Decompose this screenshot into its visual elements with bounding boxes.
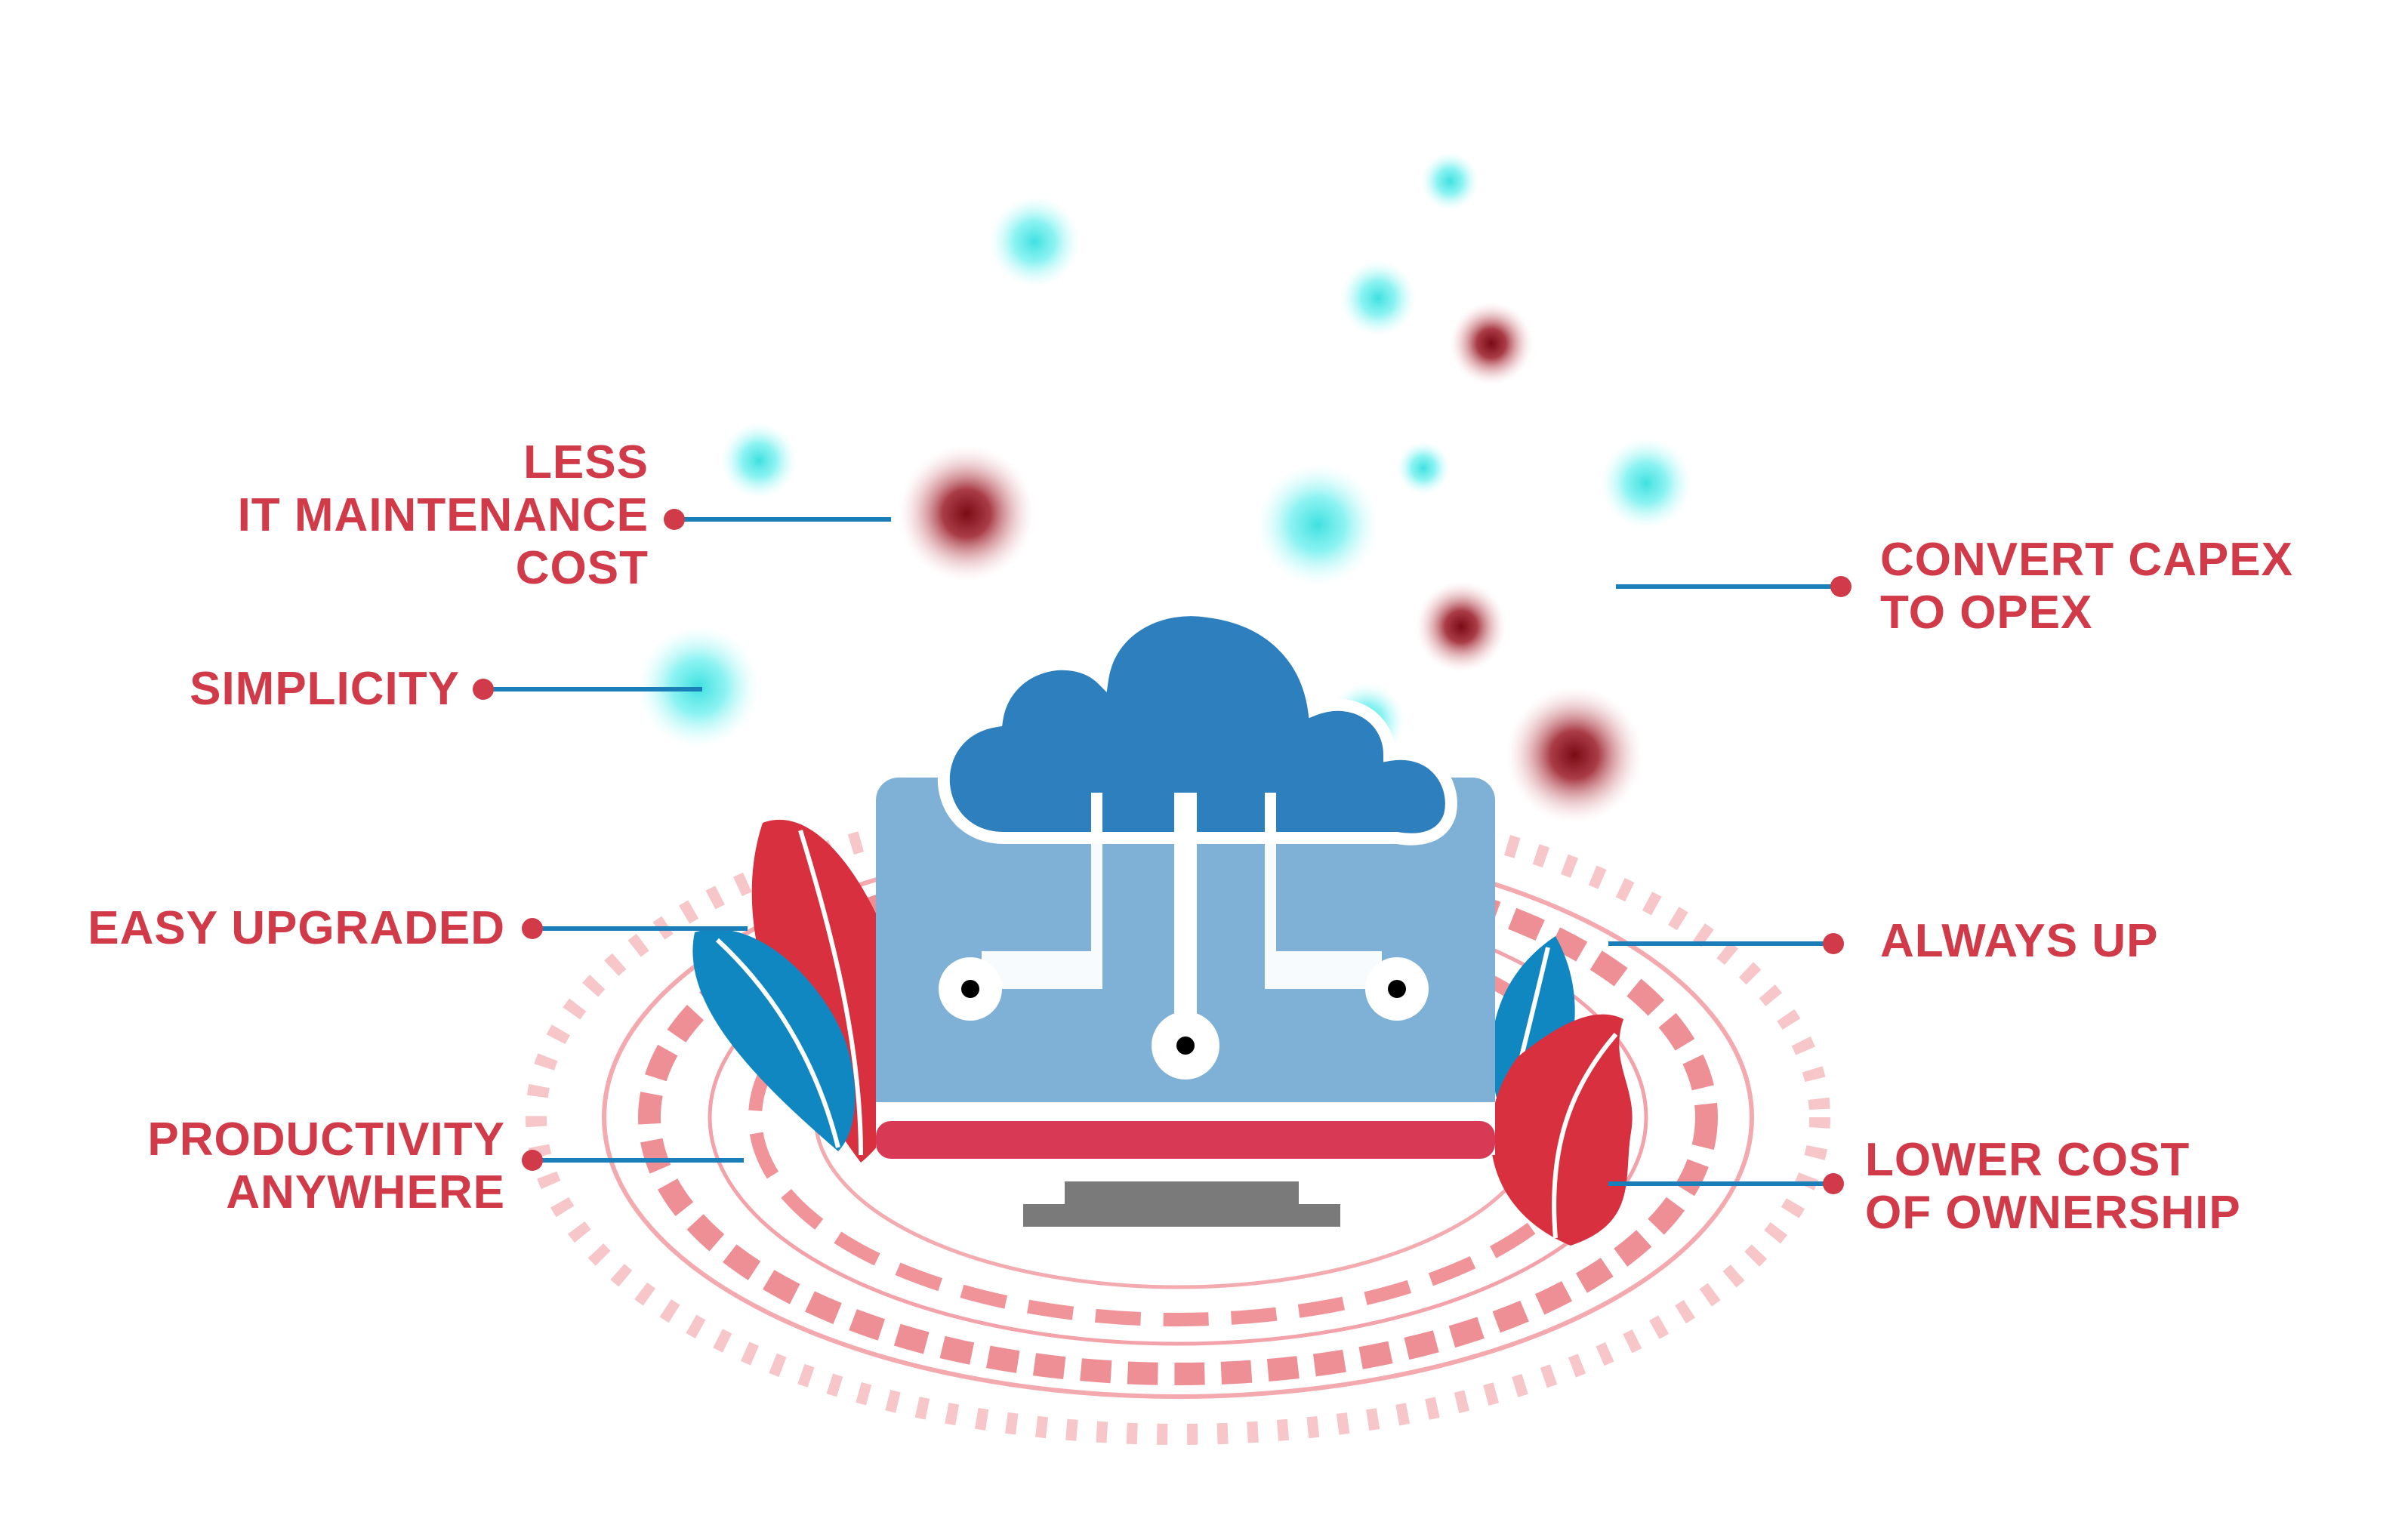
label-line: CONVERT CAPEX xyxy=(1880,534,2293,586)
label-lower-cost-of-ownership: LOWER COST OF OWNERSHIP xyxy=(1865,1134,2241,1240)
leaf-icon xyxy=(692,819,911,1163)
monitor-icon xyxy=(876,778,1495,1227)
label-line: SIMPLICITY xyxy=(190,663,460,715)
connector-lines xyxy=(473,509,1851,1194)
label-line: LESS xyxy=(523,436,649,488)
label-line: TO OPEX xyxy=(1880,587,2093,639)
label-less-it-maintenance-cost: LESS IT MAINTENANCE COST xyxy=(238,436,649,595)
label-always-up: ALWAYS UP xyxy=(1880,915,2158,968)
label-convert-capex-to-opex: CONVERT CAPEX TO OPEX xyxy=(1880,534,2293,639)
label-line: PRODUCTIVITY xyxy=(147,1113,505,1166)
label-line: ANYWHERE xyxy=(226,1166,505,1218)
label-productivity-anywhere: PRODUCTIVITY ANYWHERE xyxy=(147,1113,505,1219)
label-easy-upgraded: EASY UPGRADED xyxy=(88,902,505,955)
leaf-icon xyxy=(1491,936,1633,1246)
label-line: LOWER COST xyxy=(1865,1134,2191,1186)
label-line: EASY UPGRADED xyxy=(88,902,505,954)
label-simplicity: SIMPLICITY xyxy=(190,663,460,716)
label-line: ALWAYS UP xyxy=(1880,915,2159,967)
label-line: OF OWNERSHIP xyxy=(1865,1187,2241,1239)
label-line: COST xyxy=(515,542,649,594)
cloud-icon xyxy=(937,604,1457,846)
label-line: IT MAINTENANCE xyxy=(237,489,649,541)
